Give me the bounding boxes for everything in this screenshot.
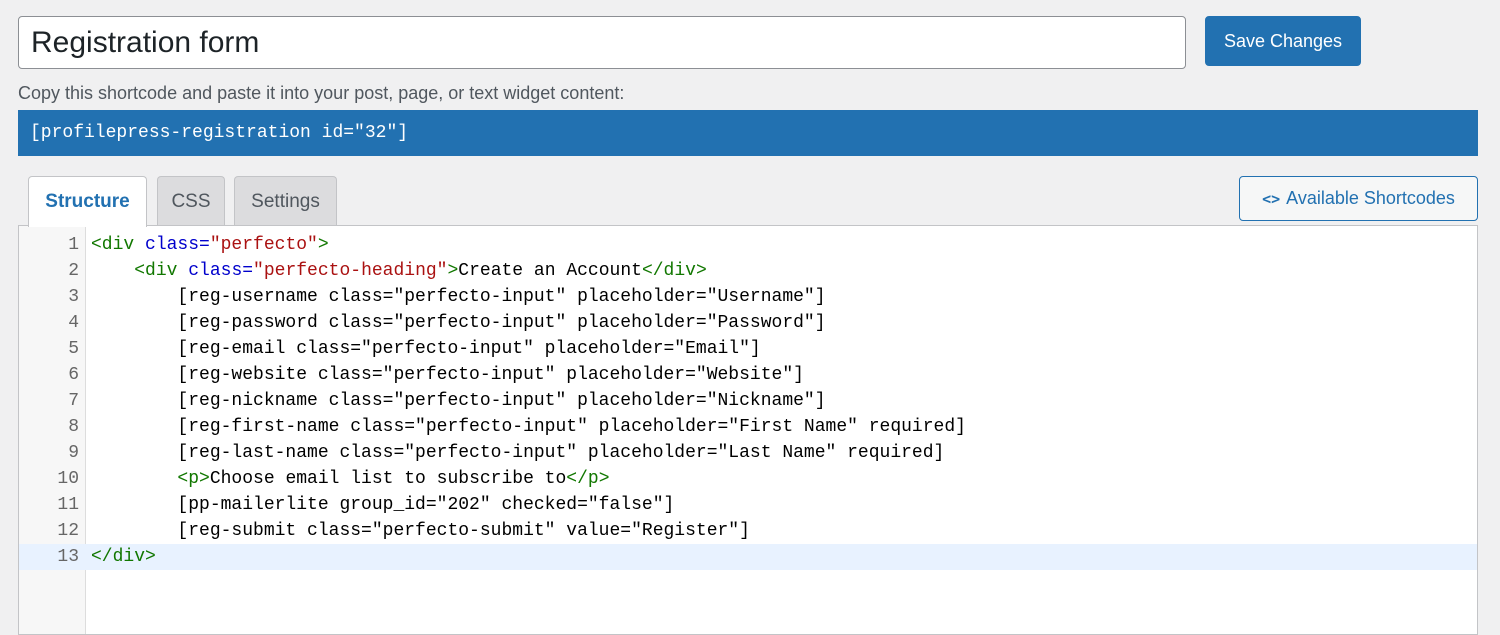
code-token: <div [91, 235, 146, 255]
code-text: [reg-nickname class="perfecto-input" pla… [91, 388, 826, 414]
code-text: [reg-email class="perfecto-input" placeh… [91, 336, 761, 362]
line-number: 9 [68, 443, 79, 463]
code-line[interactable]: 1 <div class="perfecto"> [19, 232, 1477, 258]
code-line[interactable]: 9 [reg-last-name class="perfecto-input" … [19, 440, 1477, 466]
code-token: [reg-email class="perfecto-input" placeh… [91, 339, 761, 359]
code-line[interactable]: 4 [reg-password class="perfecto-input" p… [19, 310, 1477, 336]
code-text: [reg-first-name class="perfecto-input" p… [91, 414, 966, 440]
code-text: [reg-website class="perfecto-input" plac… [91, 362, 804, 388]
line-number: 8 [68, 417, 79, 437]
code-lines: 1<div class="perfecto">2 <div class="per… [19, 232, 1477, 570]
code-token: [reg-last-name class="perfecto-input" pl… [91, 443, 945, 463]
available-shortcodes-label: Available Shortcodes [1286, 188, 1455, 208]
shortcode-instructions: Copy this shortcode and paste it into yo… [18, 83, 625, 103]
tab-css[interactable]: CSS [157, 176, 225, 226]
code-token: > [317, 235, 329, 255]
shortcode-display[interactable]: [profilepress-registration id="32"] [18, 110, 1478, 156]
code-token: class= [188, 261, 254, 281]
code-line[interactable]: 10 <p>Choose email list to subscribe to<… [19, 466, 1477, 492]
code-token: [pp-mailerlite group_id="202" checked="f… [91, 495, 675, 515]
line-number: 1 [68, 235, 79, 255]
code-text: </div> [91, 544, 156, 570]
code-line[interactable]: 11 [pp-mailerlite group_id="202" checked… [19, 492, 1477, 518]
line-number: 7 [68, 391, 79, 411]
line-number: 11 [57, 495, 79, 515]
code-token: > [447, 261, 459, 281]
code-line[interactable]: 6 [reg-website class="perfecto-input" pl… [19, 362, 1477, 388]
code-text: [reg-submit class="perfecto-submit" valu… [91, 518, 750, 544]
line-number: 4 [68, 313, 79, 333]
code-token: [reg-username class="perfecto-input" pla… [91, 287, 826, 307]
code-line[interactable]: 7 [reg-nickname class="perfecto-input" p… [19, 388, 1477, 414]
line-number: 3 [68, 287, 79, 307]
code-token: "perfecto-heading" [253, 261, 448, 281]
code-token: </div> [91, 547, 156, 567]
code-token [91, 261, 134, 281]
code-editor[interactable]: 1<div class="perfecto">2 <div class="per… [18, 225, 1478, 635]
save-changes-button[interactable]: Save Changes [1205, 16, 1361, 66]
tab-structure[interactable]: Structure [28, 176, 147, 227]
code-token: [reg-nickname class="perfecto-input" pla… [91, 391, 826, 411]
code-text: [reg-password class="perfecto-input" pla… [91, 310, 826, 336]
form-title-input[interactable] [18, 16, 1186, 69]
code-line[interactable]: 13 </div> [19, 544, 1477, 570]
code-text: [reg-last-name class="perfecto-input" pl… [91, 440, 944, 466]
code-line[interactable]: 5 [reg-email class="perfecto-input" plac… [19, 336, 1477, 362]
code-token: <p> [177, 469, 210, 489]
line-number: 2 [68, 261, 79, 281]
code-token: [reg-password class="perfecto-input" pla… [91, 313, 826, 333]
line-number: 13 [19, 544, 79, 570]
code-token: [reg-website class="perfecto-input" plac… [91, 365, 804, 385]
code-line[interactable]: 8 [reg-first-name class="perfecto-input"… [19, 414, 1477, 440]
line-number: 5 [68, 339, 79, 359]
code-line[interactable]: 3 [reg-username class="perfecto-input" p… [19, 284, 1477, 310]
code-text: [reg-username class="perfecto-input" pla… [91, 284, 826, 310]
code-token: </div> [641, 261, 707, 281]
code-line[interactable]: 2 <div class="perfecto-heading">Create a… [19, 258, 1477, 284]
available-shortcodes-button[interactable]: <> Available Shortcodes [1239, 176, 1478, 221]
line-number: 10 [57, 469, 79, 489]
code-token: "perfecto" [209, 235, 318, 255]
code-token: class= [145, 235, 210, 255]
code-token: <div [134, 261, 189, 281]
code-text: <p>Choose email list to subscribe to</p> [91, 466, 610, 492]
code-token: [reg-submit class="perfecto-submit" valu… [91, 521, 750, 541]
code-token: </p> [566, 469, 610, 489]
line-number: 6 [68, 365, 79, 385]
line-number: 12 [57, 521, 79, 541]
code-text: [pp-mailerlite group_id="202" checked="f… [91, 492, 674, 518]
code-text: <div class="perfecto"> [91, 232, 329, 258]
code-token: Create an Account [458, 261, 642, 281]
code-line[interactable]: 12 [reg-submit class="perfecto-submit" v… [19, 518, 1477, 544]
code-token: [reg-first-name class="perfecto-input" p… [91, 417, 966, 437]
code-brackets-icon: <> [1262, 190, 1281, 208]
tab-settings[interactable]: Settings [234, 176, 337, 226]
code-token [91, 469, 177, 489]
code-text: <div class="perfecto-heading">Create an … [91, 258, 707, 284]
code-token: Choose email list to subscribe to [209, 469, 567, 489]
